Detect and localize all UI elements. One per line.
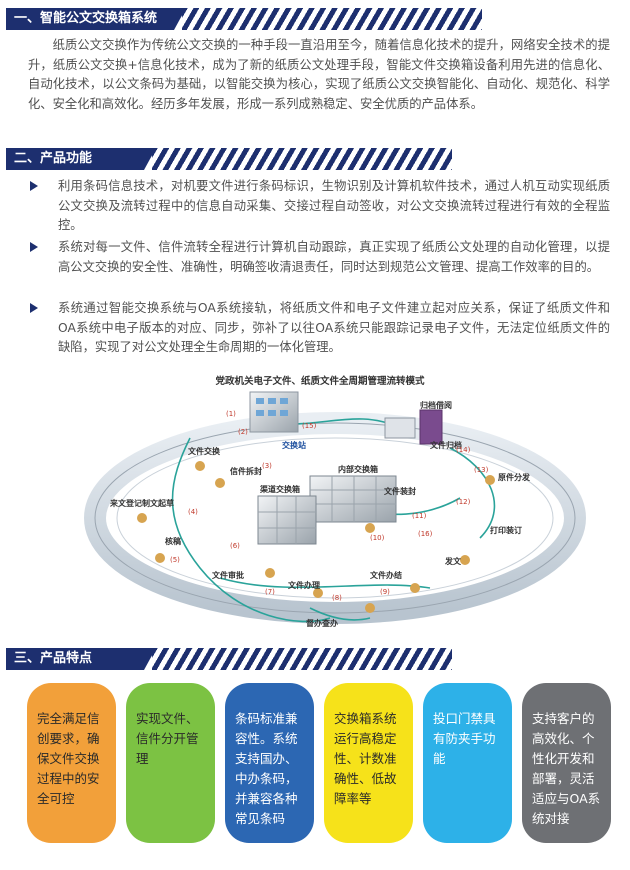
feature-item-3: 系统通过智能交换系统与OA系统接轨，将纸质文件和电子文件建立起对应关系，保证了纸… (30, 299, 610, 358)
intro-paragraph: 纸质公文交换作为传统公文交换的一种手段一直沿用至今，随着信息化技术的提升，网络安… (28, 38, 610, 111)
feature-item-2: 系统对每一文件、信件流转全程进行计算机自动跟踪，真正实现了纸质公文处理的自动化管… (30, 238, 610, 277)
exchange-station-icon (249, 391, 299, 433)
label-internal-box: 内部交换箱 (338, 464, 378, 474)
section-header-1: 一、智能公文交换箱系统 (6, 8, 486, 30)
label-issue: 发文 (444, 556, 462, 566)
feature-card-6: 支持客户的高效化、个性化开发和部署，灵活适应与OA系统对接 (522, 683, 611, 843)
label-file-exchange: 文件交换 (188, 446, 221, 456)
section-header-2: 二、产品功能 (6, 148, 486, 170)
flow-diagram-svg: 党政机关电子文件、纸质文件全周期管理流转模式 交换站 归档借阅 文件归档 (84, 375, 586, 628)
label-channel-box: 渠道交换箱 (259, 484, 300, 494)
section-title-2: 二、产品功能 (14, 151, 93, 166)
internal-exchange-box-icon (309, 475, 397, 523)
label-check-draft: 核稿 (165, 536, 181, 546)
feature-card-3: 条码标准兼容性。系统支持国办、中办条码，并兼容各种常见条码 (225, 683, 314, 843)
label-print-bind: 打印装订 (490, 525, 522, 535)
label-approve: 文件审批 (212, 570, 244, 580)
label-registration: 来文登记制文起草 (109, 498, 174, 508)
label-original-dist: 原件分发 (498, 472, 531, 482)
feature-card-2: 实现文件、信件分开管理 (126, 683, 215, 843)
diagram-title: 党政机关电子文件、纸质文件全周期管理流转模式 (215, 375, 425, 387)
section-title-1: 一、智能公文交换箱系统 (14, 11, 158, 26)
label-handle: 文件办理 (288, 580, 320, 590)
step-number: (6) (230, 542, 240, 550)
label-letter-open: 信件拆封 (230, 466, 262, 476)
step-number: (4) (188, 508, 198, 516)
step-number: (2) (238, 428, 248, 436)
triangle-bullet-icon (30, 303, 38, 313)
step-number: (14) (456, 446, 471, 454)
step-number: (5) (170, 556, 180, 564)
step-number: (10) (370, 534, 385, 542)
label-exchange-station: 交换站 (282, 440, 306, 450)
archive-icon (384, 409, 443, 445)
label-supervise: 督办查办 (306, 618, 338, 628)
label-archive: 归档借阅 (420, 400, 452, 410)
triangle-bullet-icon (30, 242, 38, 252)
step-number: (15) (302, 422, 317, 430)
feature-card-4: 交换箱系统运行高稳定性、计数准确性、低故障率等 (324, 683, 413, 843)
step-number: (3) (262, 462, 272, 470)
step-number: (9) (380, 588, 390, 596)
feature-card-5: 投口门禁具有防夹手功能 (423, 683, 512, 843)
label-file-archive: 文件归档 (430, 440, 462, 450)
flow-diagram: 党政机关电子文件、纸质文件全周期管理流转模式 交换站 归档借阅 文件归档 (70, 368, 600, 643)
section-header-3: 三、产品特点 (6, 648, 486, 670)
step-number: (11) (412, 512, 427, 520)
step-number: (16) (418, 530, 433, 538)
label-file-pack: 文件装封 (384, 486, 416, 496)
feature-card-1: 完全满足信创要求，确保文件交换过程中的安全可控 (27, 683, 116, 843)
triangle-bullet-icon (30, 181, 38, 191)
step-number: (8) (332, 594, 342, 602)
step-number: (13) (474, 466, 489, 474)
feature-item-1: 利用条码信息技术，对机要文件进行条码标识，生物识别及计算机软件技术，通过人机互动… (30, 177, 610, 236)
channel-exchange-box-icon (257, 495, 317, 545)
step-number: (7) (265, 588, 275, 596)
step-number: (1) (226, 410, 236, 418)
label-file-process: 文件办结 (370, 570, 402, 580)
section-title-3: 三、产品特点 (14, 651, 93, 666)
step-number: (12) (456, 498, 471, 506)
